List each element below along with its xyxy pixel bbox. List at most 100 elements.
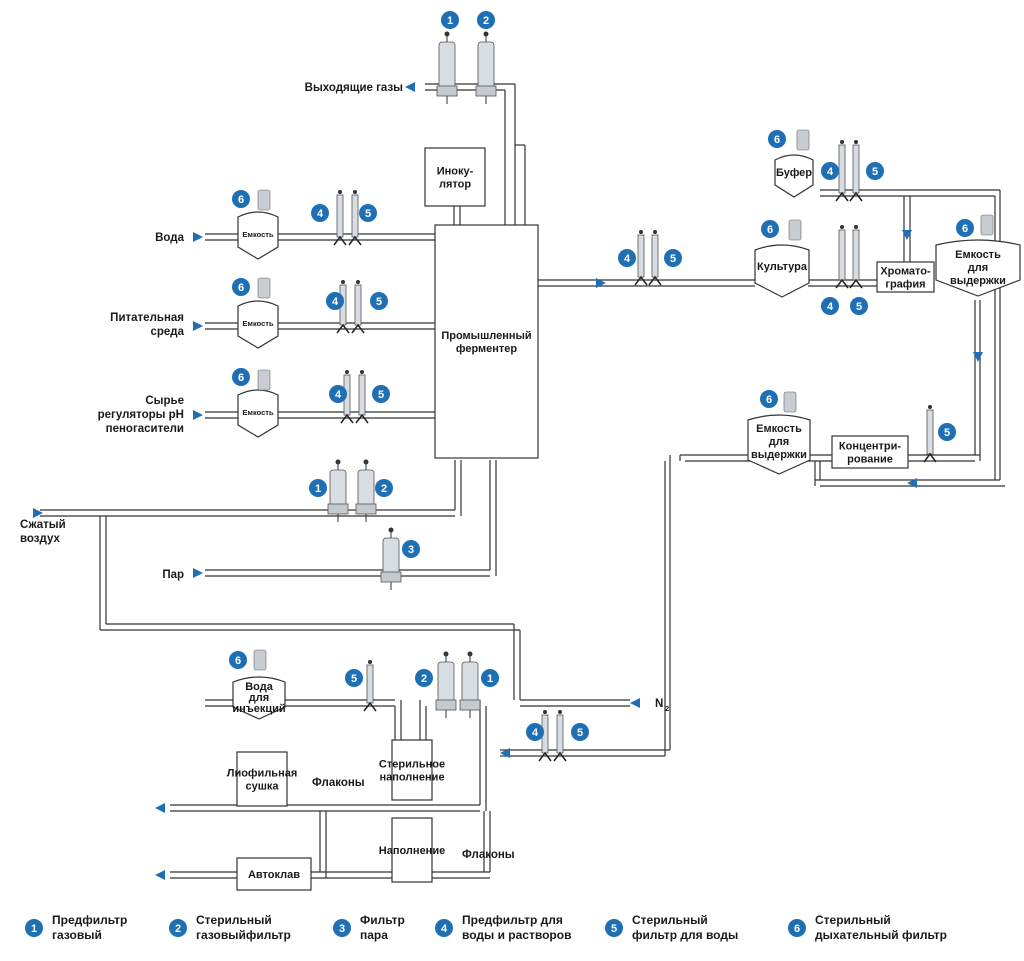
legend-text: Фильтр <box>360 913 405 927</box>
filter-vent <box>840 140 844 144</box>
liquid-filter-cartridge <box>852 229 860 281</box>
badge-number: 5 <box>365 208 371 220</box>
fermenter-box-label: ферментер <box>456 343 518 355</box>
filter-vent <box>353 190 357 194</box>
fermenter-box <box>434 224 539 459</box>
badge-6 <box>232 190 250 208</box>
legend-text: дыхательный фильтр <box>815 928 947 942</box>
air-label: Сжатый <box>20 519 66 531</box>
process-boxes: Иноку-ляторПромышленныйферментерХромато-… <box>227 147 935 891</box>
filter-legs <box>351 323 365 334</box>
exhaust-label: Выходящие газы <box>305 82 404 94</box>
badge-4 <box>821 297 839 315</box>
badge-4 <box>821 162 839 180</box>
liquid-filter-cartridge <box>354 284 362 326</box>
badge-number: 4 <box>624 253 631 265</box>
filling-box-label: Наполнение <box>379 845 445 857</box>
liquid-filter-cartridge <box>852 144 860 194</box>
filter-legs <box>340 413 354 424</box>
legend-number: 3 <box>339 923 345 935</box>
badge-1 <box>441 11 459 29</box>
legend-text: Предфильтр <box>52 913 127 927</box>
filter-legs <box>849 191 863 202</box>
gas-filter-housing <box>437 661 455 707</box>
breathing-filter <box>788 219 802 241</box>
liquid-filter-cartridge <box>651 234 659 278</box>
vials-label: Флаконы <box>312 777 365 789</box>
filter-vent <box>368 660 372 664</box>
badge-number: 5 <box>577 727 583 739</box>
liquid-filter-cartridge <box>358 374 366 416</box>
filter-legs <box>348 235 362 246</box>
concentration-box-label: рование <box>847 454 893 466</box>
badge-1 <box>481 669 499 687</box>
tank-label: Емкость <box>242 408 274 417</box>
holding-tank-2 <box>747 414 811 475</box>
vent-valve <box>467 651 473 657</box>
badge-4 <box>329 385 347 403</box>
badge-number: 5 <box>376 296 382 308</box>
legend-text: пара <box>360 928 388 942</box>
tank-label: Вода <box>245 681 274 693</box>
badge-4 <box>526 723 544 741</box>
badge-6 <box>761 220 779 238</box>
nutrient-tank <box>237 300 279 349</box>
badge-number: 5 <box>872 166 878 178</box>
filter-head <box>355 503 377 515</box>
liquid-filter-cartridge <box>556 714 564 754</box>
autoclave-box-label: Автоклав <box>248 869 300 881</box>
badge-number: 6 <box>238 194 244 206</box>
filter-vent <box>360 370 364 374</box>
liquid-filter-cartridge <box>637 234 645 278</box>
water-label: Вода <box>155 232 184 244</box>
legend-text: газовыйфильтр <box>196 928 291 942</box>
filter-head <box>380 571 402 583</box>
raw-material-tank <box>237 389 279 438</box>
breathing-filter <box>257 277 271 299</box>
legend-text: Стерильный <box>632 913 708 927</box>
badge-6 <box>232 278 250 296</box>
badge-number: 4 <box>532 727 539 739</box>
badge-number: 4 <box>335 389 342 401</box>
filter-vent <box>653 230 657 234</box>
badge-2 <box>375 479 393 497</box>
tank-label: для <box>968 262 988 274</box>
tank-label: Культура <box>757 261 808 273</box>
inoculator-box <box>424 147 486 207</box>
flow-arrow <box>630 698 640 708</box>
badge-number: 4 <box>332 296 339 308</box>
wfi-tank <box>232 676 286 720</box>
breathing-filter <box>980 214 994 236</box>
filter-vent <box>558 710 562 714</box>
badge-2 <box>415 669 433 687</box>
filter-vent <box>341 280 345 284</box>
tank-label: Емкость <box>955 249 1001 261</box>
badge-6 <box>760 390 778 408</box>
holding-tank-1 <box>935 239 1021 297</box>
tank-label: для <box>249 692 269 704</box>
filter-legs <box>336 323 350 334</box>
inoculator-box-label: Иноку- <box>437 166 474 178</box>
badge-5 <box>866 162 884 180</box>
gas-filter-housing <box>438 41 456 93</box>
legend-number: 1 <box>31 923 37 935</box>
badge-number: 2 <box>421 673 427 685</box>
legend-number: 4 <box>441 923 448 935</box>
water-tank <box>237 211 279 260</box>
filter-legs <box>333 235 347 246</box>
filter-legs <box>363 701 377 712</box>
filter-vent <box>928 405 932 409</box>
raw-label: Сырье <box>145 395 184 407</box>
legend-text: фильтр для воды <box>632 928 738 942</box>
flow-arrow <box>155 870 165 880</box>
badge-6 <box>768 130 786 148</box>
filter-legs <box>835 278 849 289</box>
badge-4 <box>311 204 329 222</box>
vent-valve <box>444 31 450 37</box>
badge-number: 5 <box>944 427 950 439</box>
vent-valve <box>388 527 394 533</box>
legend-text: газовый <box>52 928 102 942</box>
flow-arrow <box>902 230 912 240</box>
